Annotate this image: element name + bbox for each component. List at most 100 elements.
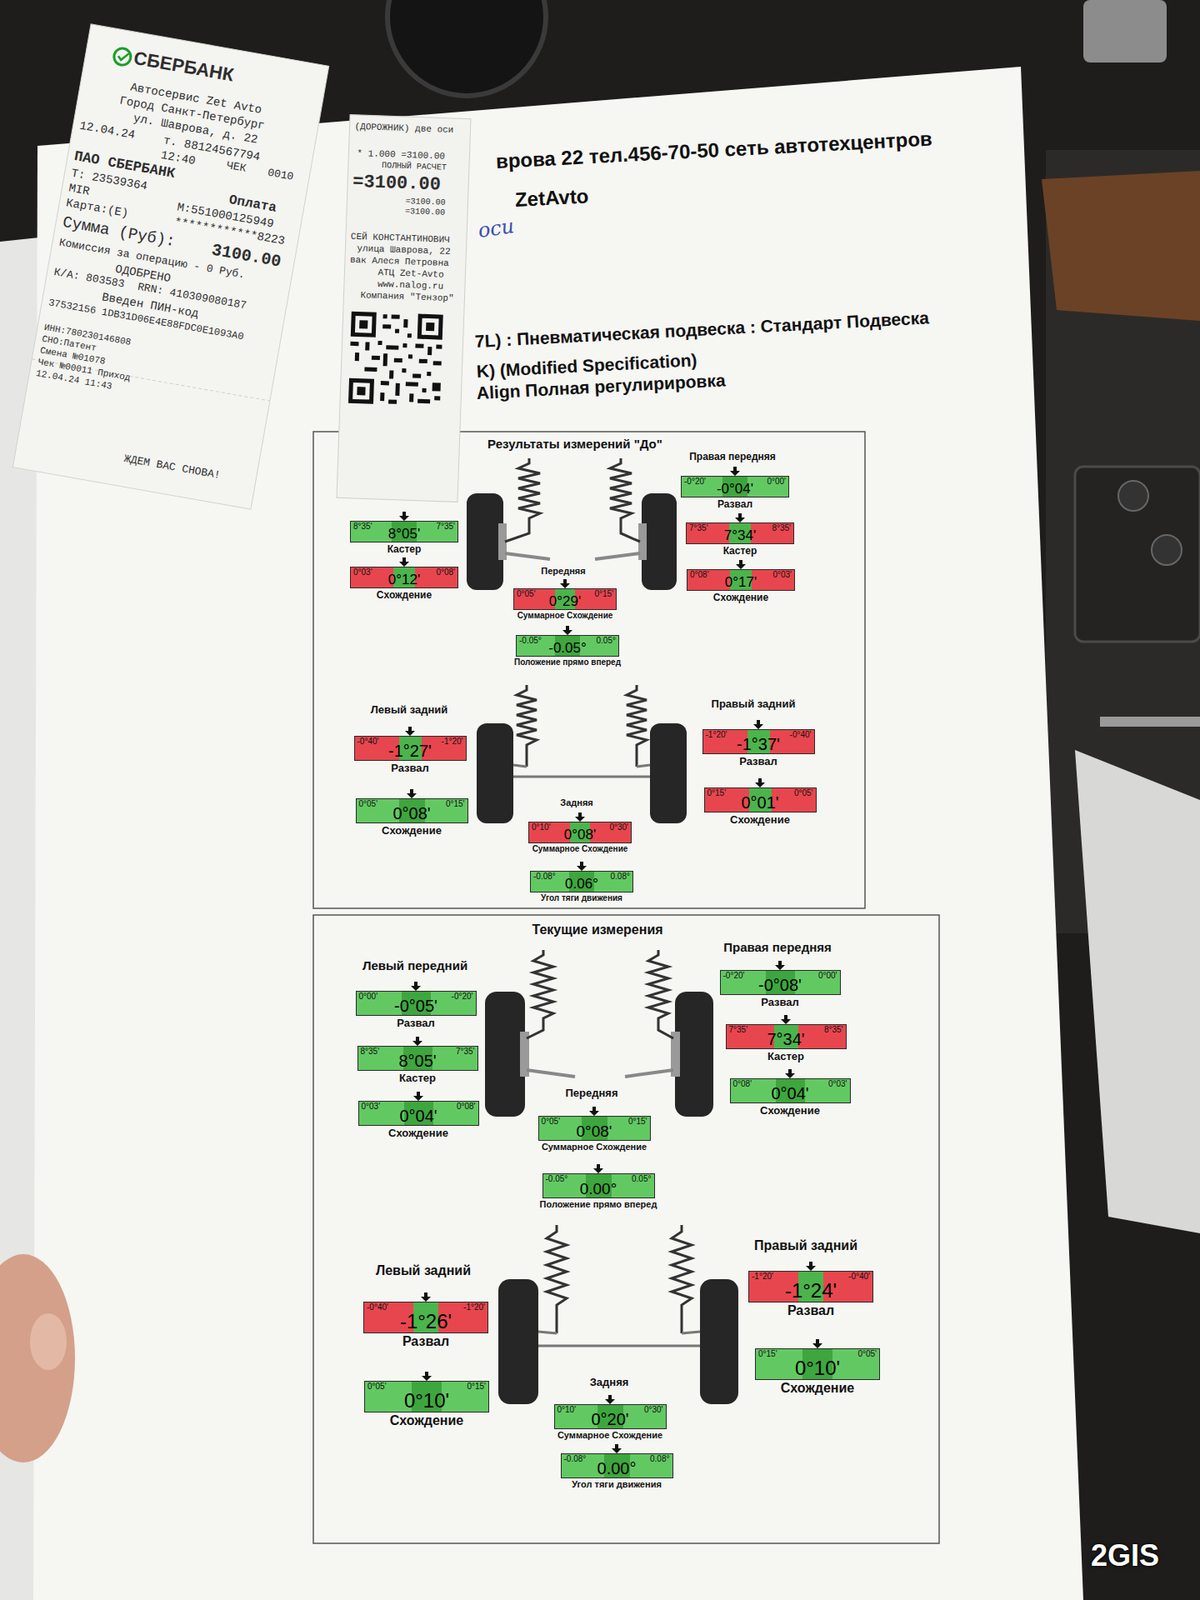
- range-max: 0°08': [435, 567, 455, 577]
- measured-value: 0.00°: [580, 1180, 618, 1198]
- range-max: 0°30': [644, 1405, 664, 1415]
- pointer-arrow: [735, 560, 746, 570]
- gauge-caption: Кастер: [723, 545, 758, 557]
- gauge-caption: Схождение: [388, 1126, 449, 1140]
- pointer-arrow: [805, 1261, 816, 1271]
- header-text: 7L) : Пневматическая подвеска : Стандарт…: [474, 307, 930, 352]
- range-min: 0°00': [359, 991, 379, 1001]
- range-max: -0°40': [790, 730, 812, 740]
- range-min: 0°08': [733, 1079, 753, 1089]
- range-min: 0°05': [367, 1381, 387, 1391]
- pointer-arrow: [420, 1292, 431, 1302]
- measurement-gauge: -0°20'0°00'-0°04'Развал: [680, 466, 790, 512]
- gauge-caption: Положение прямо вперед: [540, 1199, 658, 1210]
- range-min: -0°40': [366, 1302, 389, 1312]
- receipt-line: СЕЙ КОНСТАНТИНОВИЧ: [350, 231, 450, 246]
- range-min: -0.05°: [519, 635, 542, 645]
- gauge-bar: 0°08'0°03'0°17': [686, 569, 795, 591]
- range-max: 0°00': [766, 476, 786, 486]
- measurement-gauge: -0°20'0°00'-0°08'Развал: [720, 960, 841, 1010]
- receipt-line: =3100.00: [405, 206, 445, 218]
- range-max: 7°35': [455, 1046, 475, 1056]
- range-max: 0°05': [794, 788, 814, 798]
- measured-value: 0°08': [564, 826, 596, 843]
- pointer-arrow: [560, 579, 570, 589]
- measurement-gauge: 0°03'0°08'0°04'Схождение: [358, 1091, 480, 1141]
- measurement-gauge: -0.05°0.05°0.00°Положение прямо вперед: [539, 1164, 659, 1212]
- measurement-gauge: 8°35'7°35'8°05'Кастер: [350, 511, 459, 557]
- panel-display: [1075, 466, 1200, 642]
- range-max: 0°15': [466, 1381, 486, 1391]
- measurement-panel: Текущие измерения-0°20'0°00'-0°08'Развал…: [313, 915, 940, 1544]
- measured-value: 0°17': [725, 574, 757, 590]
- gauge-bar: 8°35'7°35'8°05': [357, 1045, 479, 1071]
- range-min: 0°15': [707, 788, 727, 798]
- measured-value: 0°12': [388, 571, 420, 588]
- range-min: -0.08°: [533, 871, 556, 881]
- pointer-arrow: [755, 778, 765, 788]
- wheel-position: Правый задний: [711, 698, 796, 711]
- gauge-caption: Суммарное Схождение: [517, 610, 614, 621]
- gauge-caption: Развал: [717, 498, 753, 510]
- range-max: 0°15': [445, 799, 465, 809]
- measured-value: 0°29': [549, 593, 581, 610]
- console-button: [1118, 480, 1149, 511]
- measured-value: 0°10': [404, 1390, 450, 1412]
- range-min: -0.08°: [564, 1454, 587, 1464]
- pointer-arrow: [405, 726, 415, 736]
- receipt-line: =3100.00: [352, 171, 441, 196]
- range-max: -0°40': [848, 1271, 870, 1281]
- measured-value: 7°34': [766, 1030, 805, 1049]
- pointer-arrow: [575, 812, 585, 822]
- gauge-bar: -0.08°0.08°0.00°: [560, 1453, 674, 1479]
- pointer-arrow: [413, 1091, 424, 1101]
- range-min: 0°05': [359, 799, 379, 809]
- gauge-caption: Развал: [396, 1016, 435, 1030]
- pointer-arrow: [593, 1164, 604, 1174]
- receipt-paper: [336, 115, 471, 503]
- range-max: 0°08': [456, 1101, 476, 1111]
- receipt-paper: [12, 24, 329, 510]
- gauge-caption: Схождение: [713, 591, 769, 604]
- measured-value: 0°10': [795, 1357, 840, 1380]
- measured-value: 0°04': [770, 1084, 809, 1103]
- measured-value: -0°08': [758, 975, 802, 995]
- gauge-bar: 0°05'0°15'0°29': [513, 588, 617, 610]
- measurement-gauge: 0°10'0°30'0°08'Суммарное Схождение: [528, 812, 632, 856]
- range-min: 7°35': [689, 523, 709, 533]
- measured-value: -1°26': [400, 1310, 452, 1333]
- gauge-caption: Угол тяги движения: [571, 1479, 662, 1490]
- receipt-line: www.nalog.ru: [377, 279, 445, 292]
- receipt-slip: СБЕРБАНКАвтосервис Zet AvtoГород Санкт-П…: [12, 24, 329, 510]
- pointer-arrow: [562, 625, 573, 635]
- measured-value: -1°37': [736, 735, 780, 754]
- wheel-position: Правый задний: [754, 1238, 858, 1254]
- receipt-line: ЧЕК: [225, 160, 248, 176]
- range-max: 0.05°: [631, 1174, 651, 1184]
- panel-title: Результаты измерений "До": [487, 436, 663, 452]
- range-max: -0°20': [451, 991, 474, 1001]
- gauge-caption: Суммарное Схождение: [557, 1430, 663, 1441]
- range-max: 8°35': [771, 523, 791, 533]
- header-text: ZetAvto: [514, 184, 590, 211]
- range-min: 0°05': [541, 1116, 561, 1126]
- pointer-arrow: [412, 1036, 423, 1046]
- gauge-caption: Кастер: [399, 1071, 436, 1085]
- pointer-arrow: [589, 1106, 600, 1116]
- pointer-arrow: [785, 1069, 795, 1079]
- wheel-position: Правая передняя: [689, 451, 776, 464]
- gauge-bar: 0°10'0°30'0°08': [528, 821, 632, 844]
- gauge-bar: -0.08°0.08°0.06°: [530, 870, 634, 893]
- range-min: 0°15': [758, 1349, 778, 1359]
- front-axle-before: [466, 458, 677, 590]
- receipt-line: MIR: [67, 180, 91, 198]
- measurement-gauge: -0°40'-1°20'-1°26'Развал: [363, 1292, 489, 1351]
- range-max: 0°03': [828, 1079, 848, 1089]
- range-max: 0°03': [772, 570, 792, 580]
- receipt-line: Компания "Тензор": [360, 290, 455, 305]
- receipt-line: вак Алеся Петровна: [350, 255, 450, 270]
- gauge-bar: 0°03'0°08'0°04': [358, 1100, 480, 1126]
- gauge-bar: 0°08' 0°03' 0°04': [730, 1078, 851, 1104]
- rear-axle-current: [498, 1225, 739, 1405]
- watermark: 2GIS: [1090, 1538, 1160, 1573]
